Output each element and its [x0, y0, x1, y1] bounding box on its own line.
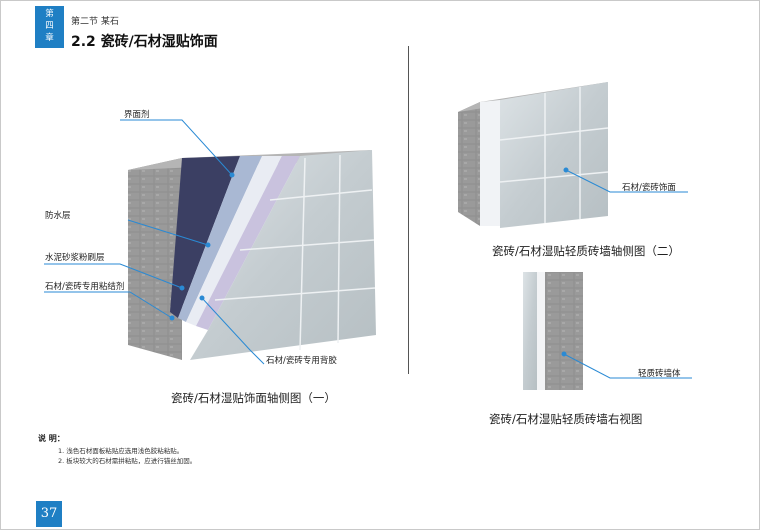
leader-interface [120, 119, 233, 176]
label-cement-mortar: 水泥砂浆粉刷层 [45, 253, 105, 263]
diagram1-caption: 瓷砖/石材湿贴饰面轴侧图（一） [171, 391, 336, 405]
page-number: 37 [36, 501, 62, 527]
page-title: 2.2 瓷砖/石材湿贴饰面 [71, 34, 218, 50]
section-label: 第二节 某石 [71, 17, 119, 27]
label-adhesive: 石材/瓷砖专用粘结剂 [45, 282, 125, 292]
notes-title: 说 明： [38, 434, 65, 443]
note-item-2: 2. 板块较大的石材需拼粘贴，应进行锚丝加固。 [58, 457, 197, 465]
diagram2-caption: 瓷砖/石材湿贴轻质砖墙轴侧图（二） [492, 244, 680, 258]
diagram1-tile-face [190, 150, 376, 360]
diagram1-brick-side [128, 158, 182, 360]
leader-wall [563, 353, 692, 379]
column-divider [408, 46, 409, 374]
leader-finish [565, 169, 688, 193]
chapter-tab-text: 第四章 [45, 9, 54, 43]
leader-waterproof [127, 219, 209, 246]
label-finish: 石材/瓷砖饰面 [622, 183, 676, 193]
diagram2-wall [458, 82, 609, 228]
diagram1-adhesive-layer [186, 156, 282, 326]
diagram1-waterproof-layer [170, 156, 240, 318]
note-item-1: 1. 浅色石材面板粘贴应选用浅色胶粘粘贴。 [58, 447, 184, 455]
diagram3-elevation [523, 272, 583, 390]
leader-cement [44, 263, 183, 289]
diagram3-caption: 瓷砖/石材湿贴轻质砖墙右视图 [489, 412, 643, 426]
leader-adhesive [44, 291, 173, 319]
diagram1-cement-layer [178, 156, 262, 322]
label-waterproof: 防水层 [45, 211, 71, 221]
label-interface-agent: 界面剂 [124, 110, 150, 120]
label-grout: 石材/瓷砖专用背胶 [266, 356, 337, 366]
chapter-tab: 第四章 [35, 6, 64, 48]
label-wall: 轻质砖墙体 [638, 369, 681, 379]
leader-grout [201, 297, 265, 365]
diagram1-wall [128, 150, 376, 360]
